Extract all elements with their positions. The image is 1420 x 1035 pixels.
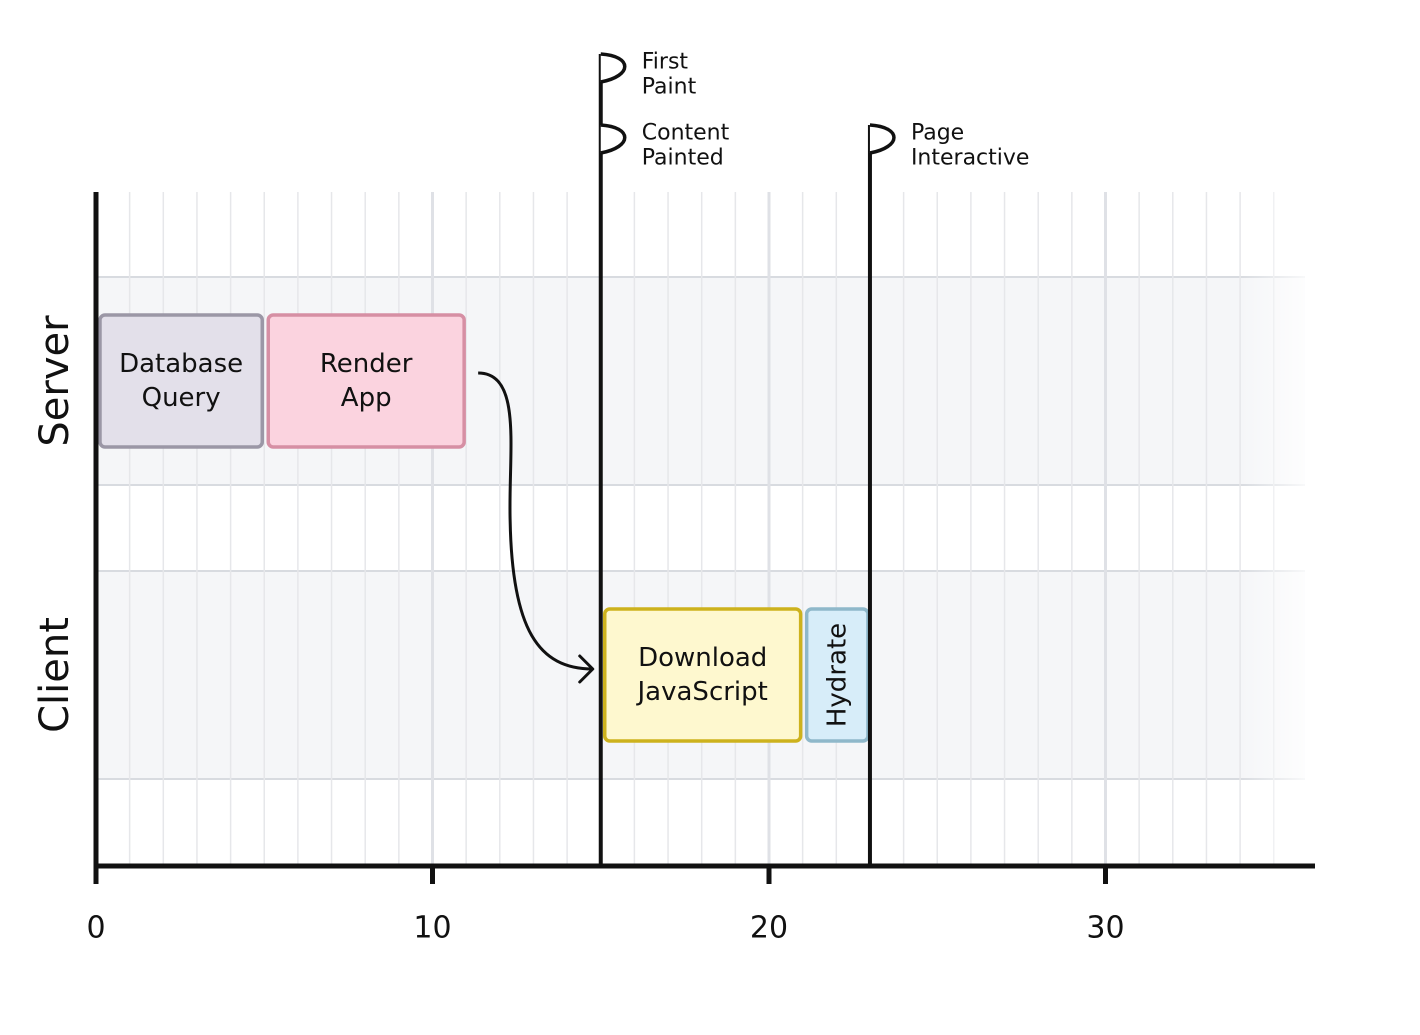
task-label-line: App: [341, 383, 392, 413]
arrow-head: [578, 654, 595, 684]
x-tick-label: 20: [750, 911, 788, 946]
task-box: [98, 313, 264, 449]
marker-label-line: First: [642, 50, 689, 75]
arrow-curve: [478, 371, 593, 671]
task-label-line: Query: [142, 383, 221, 413]
task-box: [603, 607, 803, 743]
tasks: DatabaseQueryRenderAppDownloadJavaScript…: [98, 313, 870, 743]
arrow-render-app-to-download-javascript: [478, 371, 595, 684]
marker-label-line: Interactive: [911, 146, 1030, 171]
marker-label-line: Paint: [642, 75, 697, 100]
task-box: [266, 313, 466, 449]
x-tick-label: 0: [86, 911, 105, 946]
marker-label-line: Painted: [642, 146, 724, 171]
lane-label-client: Client: [32, 617, 78, 733]
arrows: [478, 371, 595, 684]
task-label-line: JavaScript: [636, 677, 768, 707]
axes: 0 10 20 30: [86, 192, 1315, 946]
marker-label-line: Page: [911, 121, 964, 146]
task-label-line: Render: [320, 349, 413, 379]
marker-flag: [869, 123, 896, 155]
x-tick-label: 10: [413, 911, 451, 946]
marker-label-line: Content: [642, 121, 730, 146]
lane-label-server: Server: [32, 315, 78, 447]
x-tick-label: 30: [1086, 911, 1124, 946]
marker-flag: [600, 52, 627, 84]
task-label-line: Download: [638, 643, 767, 673]
task-label: Hydrate: [822, 623, 852, 727]
task-hydrate: Hydrate: [804, 607, 870, 743]
task-label-line: Database: [119, 349, 243, 379]
marker-flag: [600, 123, 627, 155]
grid-fade: [1240, 190, 1320, 866]
